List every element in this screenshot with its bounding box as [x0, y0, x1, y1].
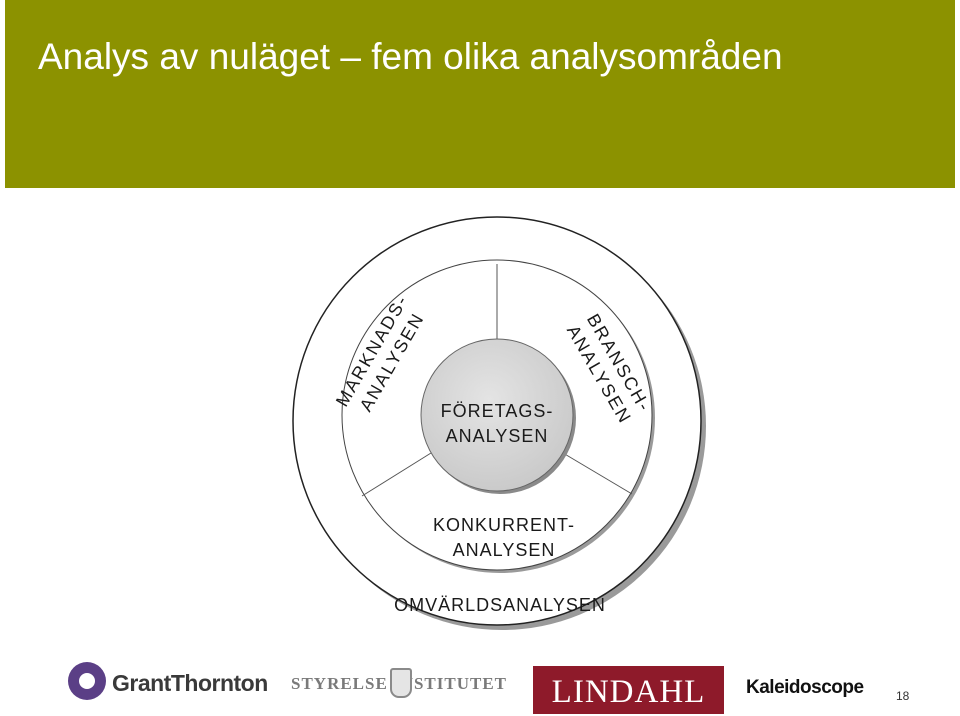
center-circle — [420, 338, 574, 492]
title-band — [5, 0, 955, 188]
divider-left — [361, 452, 432, 497]
grant-thornton-logo-icon — [68, 662, 106, 700]
outer-label: OMVÄRLDSANALYSEN — [394, 595, 606, 615]
kaleidoscope-logo: Kaleidoscope — [746, 677, 864, 698]
lindahl-logo-text: LINDAHL — [551, 674, 706, 710]
center-label-line1: FÖRETAGS- — [441, 401, 554, 421]
slide-title: Analys av nuläget – fem olika analysområ… — [38, 36, 783, 77]
styrelseinstitutet-emblem-icon — [390, 668, 412, 698]
lindahl-logo: LINDAHL — [533, 666, 724, 714]
page-number: 18 — [896, 689, 910, 703]
grant-thornton-logo: GrantThornton — [112, 670, 268, 696]
center-label-line2: ANALYSEN — [446, 426, 549, 446]
divider-right — [562, 452, 633, 495]
bottom-label-line2: ANALYSEN — [453, 540, 556, 560]
bottom-label-line1: KONKURRENT- — [433, 515, 575, 535]
